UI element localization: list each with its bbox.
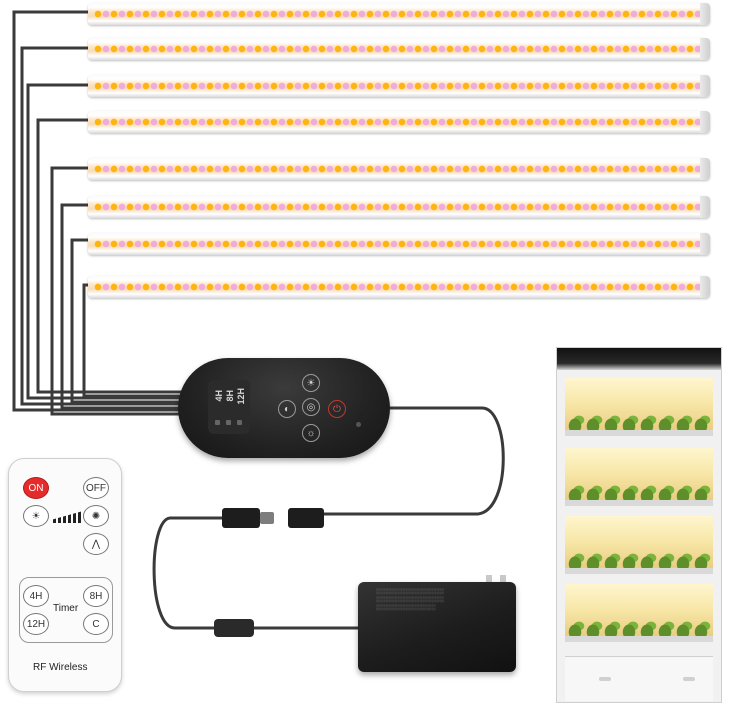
led-strip-4 — [88, 111, 710, 133]
power-button[interactable]: ⏻ — [328, 400, 346, 418]
drawer-handle-left — [599, 677, 611, 681]
shelf-tier-2 — [565, 448, 713, 506]
led-strip-6 — [88, 196, 710, 218]
shelf-top — [557, 348, 721, 370]
dimmer-icon: ✺ — [91, 510, 101, 522]
power-adapter: ░░░░░░░░░░░░░░░░░░░░░░░░░░░░░░░░░░░░░░░░… — [358, 582, 516, 672]
timer-label-12h: 12H — [236, 388, 246, 405]
plants-row-2 — [567, 484, 711, 500]
timer-label-8h: 8H — [225, 390, 235, 402]
dc-plug-body — [222, 508, 260, 528]
remote-on-button[interactable]: ON — [23, 477, 49, 499]
rf-remote: ON OFF ☀ ✺ ⋀ 4H 8H Timer 12H C RF Wirele… — [8, 458, 122, 692]
remote-cycle-button[interactable]: C — [83, 613, 109, 635]
grow-shelf-illustration — [556, 347, 722, 703]
sun-icon: ☀ — [31, 510, 41, 522]
remote-dim-icon-button[interactable]: ✺ — [83, 505, 109, 527]
shelf-tier-1 — [565, 378, 713, 436]
timer-title: Timer — [53, 603, 79, 614]
shelf-tier-4 — [565, 584, 713, 642]
remote-timer-12h-button[interactable]: 12H — [23, 613, 49, 635]
remote-timer-4h-button[interactable]: 4H — [23, 585, 49, 607]
remote-sun-icon-button[interactable]: ☀ — [23, 505, 49, 527]
led-strip-8 — [88, 276, 710, 298]
led-strip-2 — [88, 38, 710, 60]
brightness-up-button[interactable]: ☀ — [302, 374, 320, 392]
brightness-down-button[interactable]: ☼ — [302, 424, 320, 442]
timer-led-12h — [237, 420, 242, 425]
plants-row-3 — [567, 552, 711, 568]
dimmer-button[interactable]: ◎ — [302, 398, 320, 416]
timer-group — [19, 577, 113, 643]
controller-power-led — [356, 422, 361, 427]
remote-spectrum-button[interactable]: ⋀ — [83, 533, 109, 555]
remote-timer-8h-button[interactable]: 8H — [83, 585, 109, 607]
shelf-drawer — [565, 656, 713, 701]
plants-row-1 — [567, 414, 711, 430]
adapter-spec-label: ░░░░░░░░░░░░░░░░░░░░░░░░░░░░░░░░░░░░░░░░… — [376, 589, 445, 611]
remote-footer: RF Wireless — [33, 662, 88, 673]
timer-label-4h: 4H — [214, 390, 224, 402]
led-strip-1 — [88, 3, 710, 25]
timer-led-4h — [215, 420, 220, 425]
drawer-handle-right — [683, 677, 695, 681]
remote-off-button[interactable]: OFF — [83, 477, 109, 499]
timer-indicator-panel: 4H 8H 12H — [208, 380, 250, 434]
brightness-level-icon — [53, 511, 83, 523]
led-strip-3 — [88, 75, 710, 97]
plants-row-4 — [567, 620, 711, 636]
dc-jack-body — [288, 508, 324, 528]
led-strip-7 — [88, 233, 710, 255]
led-strip-5 — [88, 158, 710, 180]
ferrite-bead — [214, 619, 254, 637]
mode-button[interactable]: ◐ — [278, 400, 296, 418]
timer-led-8h — [226, 420, 231, 425]
inline-controller: 4H 8H 12H ☀ ◐ ◎ ⏻ ☼ — [178, 358, 390, 458]
shelf-tier-3 — [565, 516, 713, 574]
dc-plug-tip — [260, 512, 274, 524]
spectrum-icon: ⋀ — [91, 538, 101, 550]
